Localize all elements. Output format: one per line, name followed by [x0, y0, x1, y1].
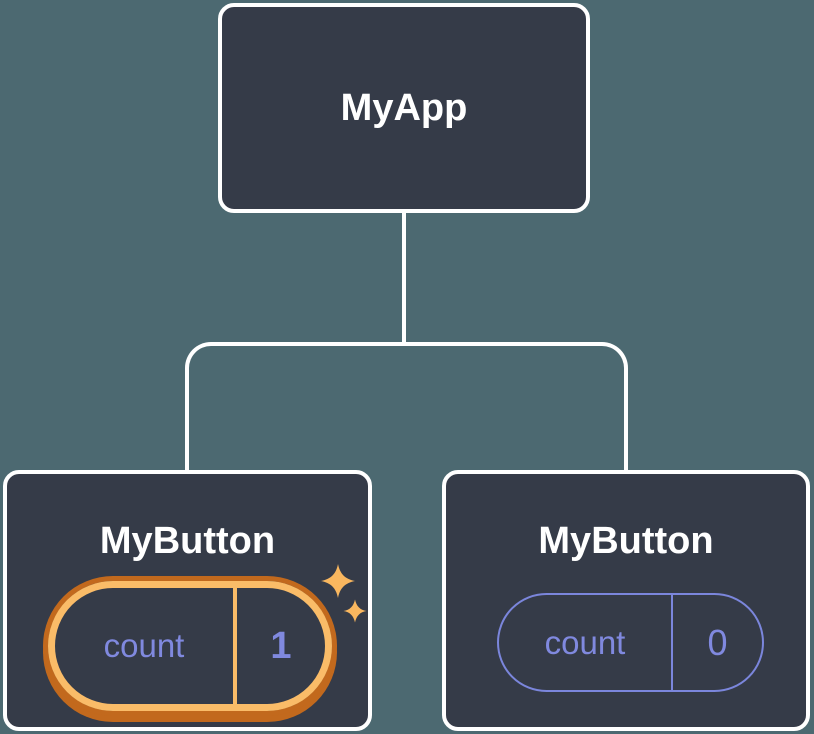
node-mybutton-1-label: MyButton — [99, 520, 276, 562]
state-name-label: count — [499, 595, 673, 690]
node-mybutton-2: MyButton count 0 — [442, 470, 810, 731]
state-name-label: count — [55, 588, 237, 704]
state-pill-count-0: count 0 — [497, 593, 764, 692]
connector-branch — [185, 342, 628, 472]
state-value-label: 0 — [707, 621, 728, 663]
sparkle-icon — [321, 564, 367, 623]
node-mybutton-2-label: MyButton — [538, 520, 714, 562]
state-value-label: 1 — [270, 624, 292, 667]
node-myapp: MyApp — [218, 3, 590, 213]
connector-root-stem — [402, 208, 406, 346]
state-pill-count-1: count 1 — [48, 581, 332, 711]
node-myapp-label: MyApp — [340, 86, 468, 129]
node-mybutton-1: MyButton count 1 — [3, 470, 372, 731]
